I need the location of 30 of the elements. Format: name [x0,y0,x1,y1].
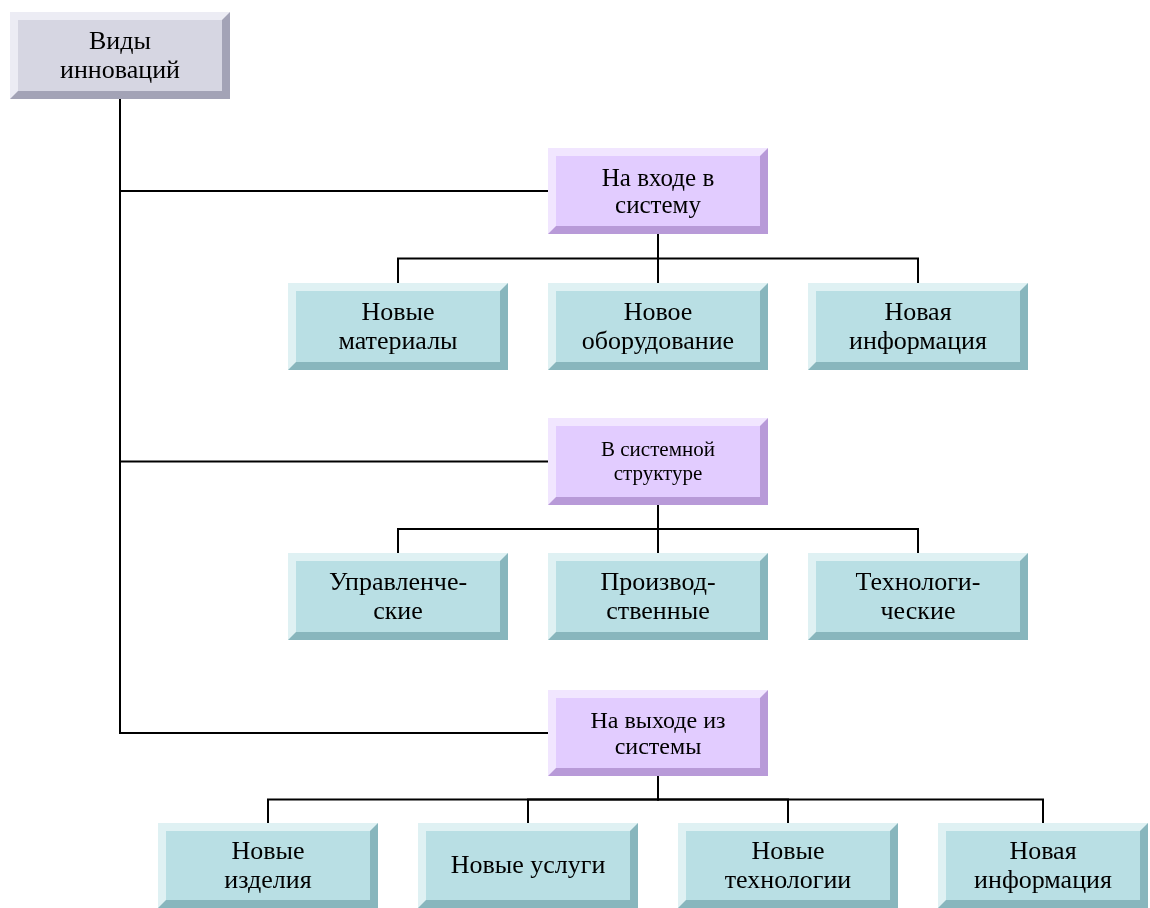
item-box [418,823,638,908]
category-box [10,12,230,99]
box-label: В системной структуре [600,438,716,485]
connector-line [657,504,919,554]
category-box [548,148,768,234]
box-label: Виды инноваций [59,26,181,85]
item-box [548,553,768,640]
box-label: На выходе из системы [589,706,727,760]
box-label: Новые услуги [449,851,607,880]
item-box [548,283,768,370]
item-box [808,553,1028,640]
item-box [158,823,378,908]
box-label: Новое оборудование [580,297,736,356]
box-label: Новая информация [848,297,988,356]
connector-line [657,233,919,284]
item-box [288,283,508,370]
item-box [678,823,898,908]
box-label: На входе в систему [600,163,716,219]
box-label: Производ-ственные [599,567,717,626]
box-label: Новые материалы [337,297,459,356]
item-box [288,553,508,640]
item-box [808,283,1028,370]
box-label: Новые изделия [223,836,313,895]
box-label: Технологи-ческие [854,567,982,626]
box-label: Новая информация [973,836,1113,895]
category-box [548,690,768,776]
item-box [938,823,1148,908]
category-box [548,418,768,505]
box-label: Новые технологии [723,836,853,895]
box-label: Управленче-ские [327,567,469,626]
